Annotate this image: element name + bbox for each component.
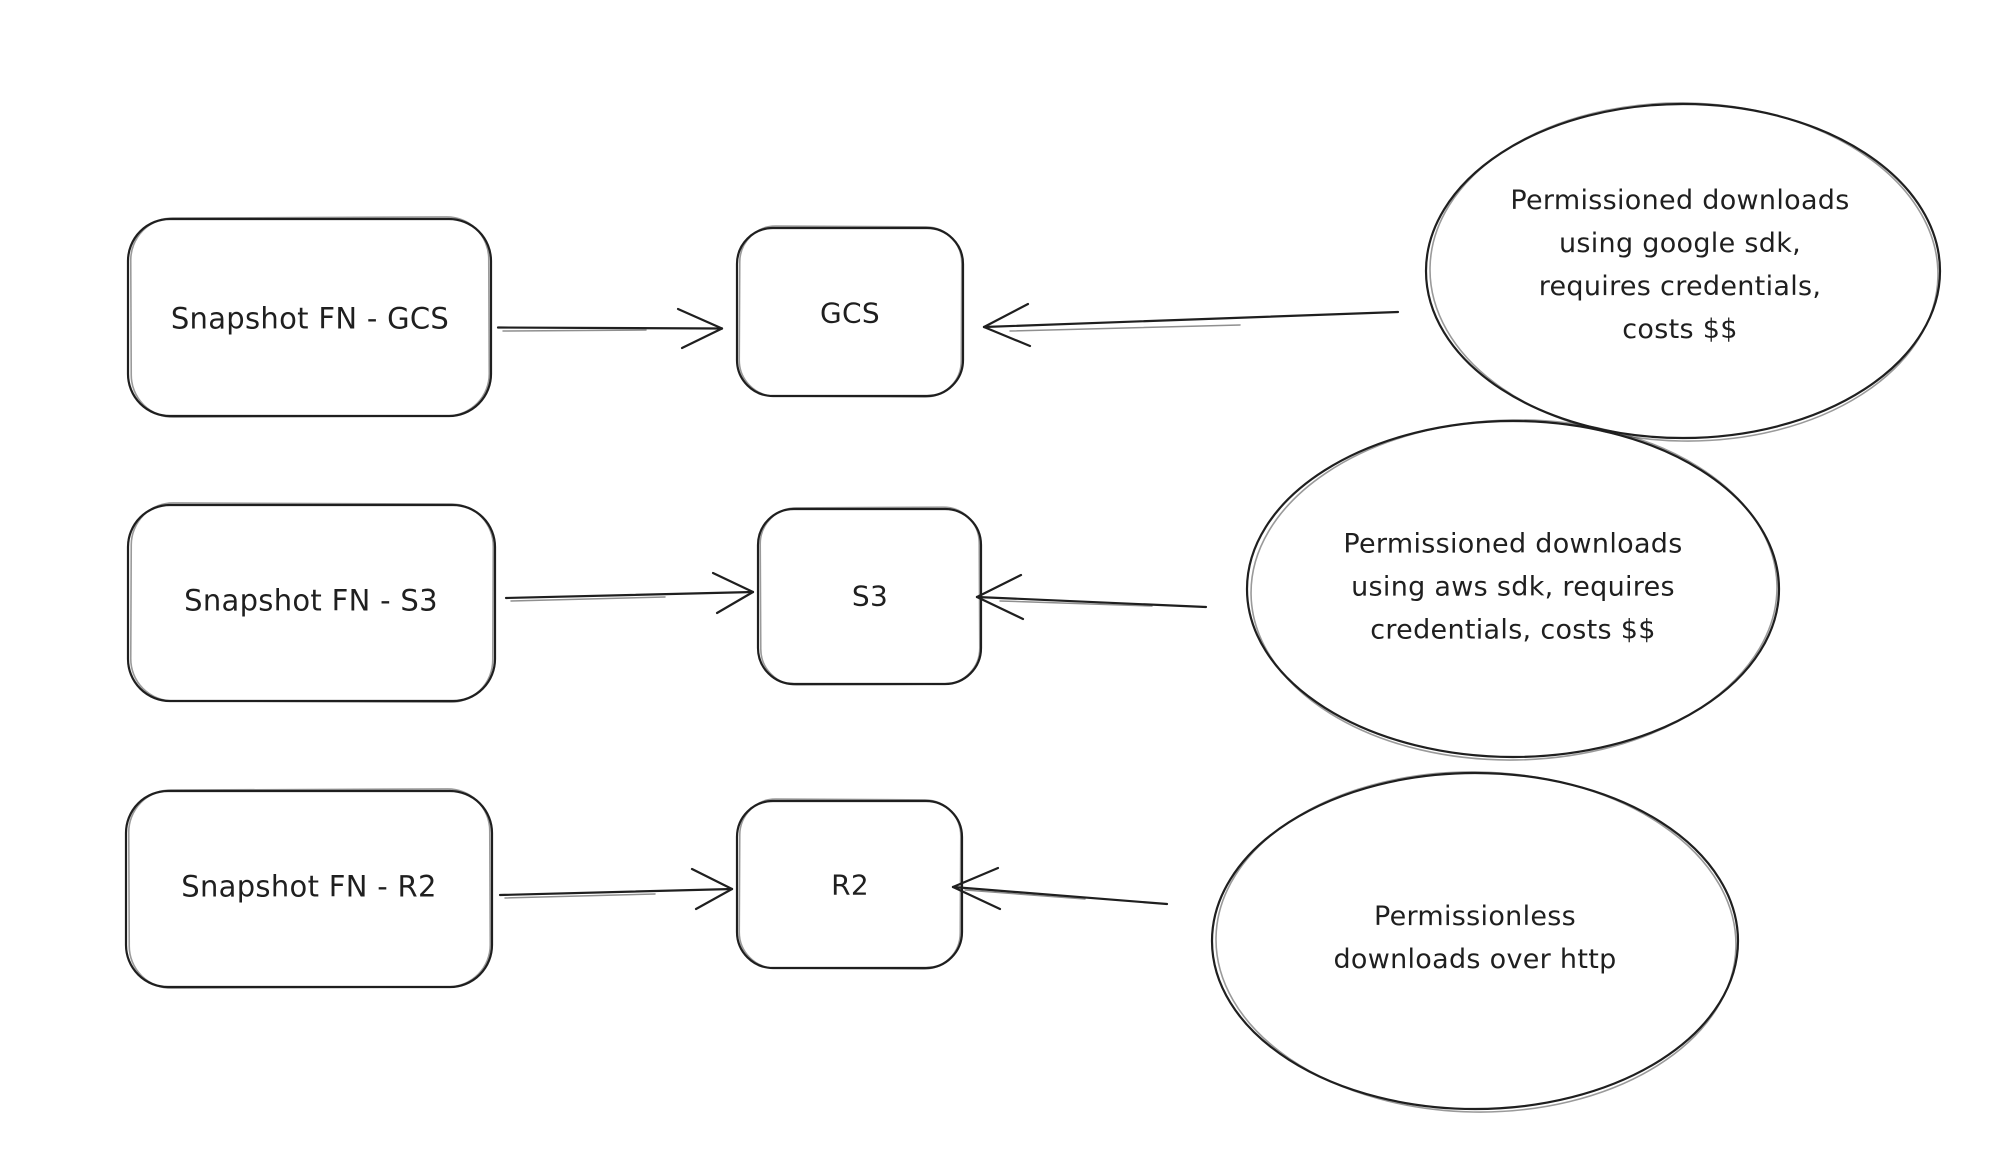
note-line: using aws sdk, requires: [1351, 571, 1675, 603]
snapshot-s3-label: Snapshot FN - S3: [184, 583, 438, 618]
arrow-snapshot-s3-to-s3: [504, 571, 755, 615]
note-gcs-label: Permissioned downloads using google sdk,…: [1510, 179, 1849, 351]
note-r2-label: Permissionless downloads over http: [1333, 895, 1616, 981]
note-line: credentials, costs $$: [1370, 614, 1656, 646]
arrow-snapshot-gcs-to-gcs: [496, 307, 724, 350]
arrow-snapshot-r2-to-r2: [498, 867, 734, 911]
arrow-note-s3-to-s3: [975, 573, 1208, 621]
note-line: Permissioned downloads: [1343, 528, 1683, 560]
note-line: using google sdk,: [1558, 228, 1802, 259]
arrow-note-r2-to-r2: [951, 866, 1169, 911]
snapshot-gcs-label: Snapshot FN - GCS: [170, 301, 450, 336]
snapshot-r2-label: Snapshot FN - R2: [181, 869, 437, 904]
note-line: Permissioned downloads: [1510, 185, 1850, 216]
gcs-label: GCS: [820, 296, 880, 330]
s3-label: S3: [851, 579, 889, 613]
gcs-box: [735, 225, 965, 398]
note-line: downloads over http: [1333, 944, 1617, 975]
note-line: Permissionless: [1373, 901, 1577, 932]
note-s3-label: Permissioned downloads using aws sdk, re…: [1343, 523, 1682, 652]
note-s3-ellipse: [1245, 419, 1781, 761]
r2-label: R2: [831, 868, 869, 902]
note-r2-ellipse: [1210, 771, 1740, 1113]
snapshot-s3-box: [126, 502, 497, 703]
snapshot-r2-box: [124, 788, 494, 989]
note-line: costs $$: [1622, 314, 1738, 345]
arrow-note-gcs-to-gcs: [982, 302, 1400, 348]
snapshot-gcs-box: [126, 216, 493, 418]
note-line: requires credentials,: [1538, 271, 1822, 302]
note-gcs-ellipse: [1424, 102, 1942, 442]
